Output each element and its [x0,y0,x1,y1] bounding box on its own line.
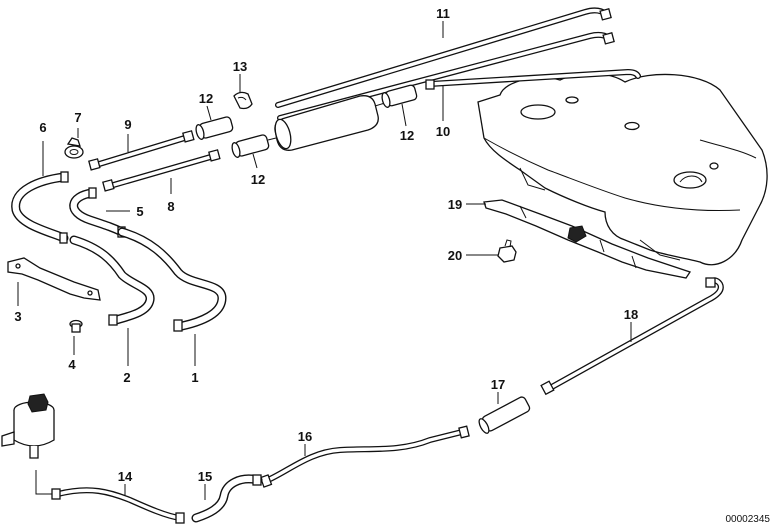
clamp-13 [233,91,253,110]
callout-18: 18 [624,307,638,322]
vent-valve [1,393,55,495]
leader-lines [17,21,632,500]
screw-4 [69,319,83,333]
callout-19: 19 [448,197,462,212]
callout-20: 20 [448,248,462,263]
sleeve-12-mid [231,134,270,158]
callout-4: 4 [68,357,76,372]
callout-16: 16 [298,429,312,444]
callout-11: 11 [436,6,450,21]
callout-12-left: 12 [199,91,213,106]
line-8 [102,149,221,192]
bracket-3 [7,257,101,301]
callout-2: 2 [123,370,130,385]
callout-1: 1 [191,370,198,385]
line-18 [540,277,724,396]
callout-12-right: 12 [400,128,414,143]
callout-7: 7 [74,110,81,125]
hose-15 [191,474,263,523]
hose-2 [69,235,155,326]
hose-5 [69,187,127,238]
callout-14: 14 [118,469,133,484]
callout-9: 9 [124,117,131,132]
line-16 [259,425,470,488]
sleeve-12-right [381,84,418,108]
callout-5: 5 [136,204,143,219]
callout-13: 13 [233,59,247,74]
callout-10: 10 [436,124,450,139]
heat-shield-19 [483,199,692,279]
callout-8: 8 [167,199,174,214]
hose-6 [11,171,69,244]
clamp-7 [64,137,84,159]
sleeve-17 [478,396,531,434]
callout-15: 15 [198,469,212,484]
callouts: 1 2 3 4 5 6 7 8 9 10 11 12 12 12 13 14 1… [14,6,638,484]
callout-17: 17 [491,377,505,392]
sleeve-12-left [195,116,234,140]
fuel-filter [267,95,386,151]
grommet-20 [497,239,517,263]
line-11 [275,7,615,121]
callout-3: 3 [14,309,21,324]
reference-number: 00002345 [726,514,771,525]
callout-6: 6 [39,120,46,135]
hose-1 [117,227,227,332]
line-14 [51,487,185,524]
line-9 [88,130,195,171]
fuel-tank [477,72,768,266]
line-10 [425,69,641,90]
callout-12-mid: 12 [251,172,265,187]
